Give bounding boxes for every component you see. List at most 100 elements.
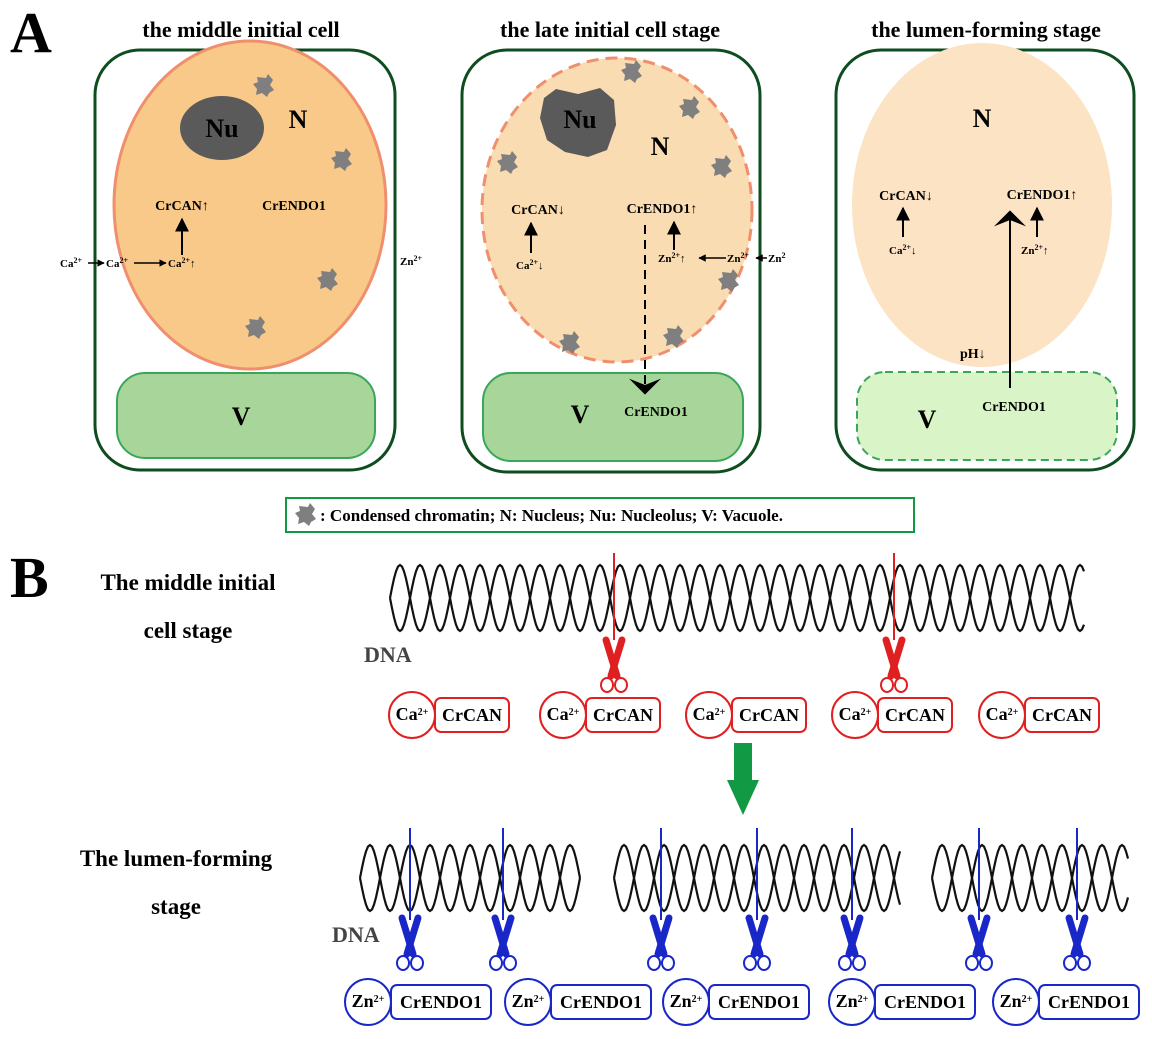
panel-b-label: B (10, 545, 49, 610)
scissors-icon (965, 914, 993, 971)
cell1-nu-label: Nu (205, 114, 238, 143)
legend: : Condensed chromatin; N: Nucleus; Nu: N… (285, 497, 915, 533)
cell3-ph: pH↓ (960, 347, 986, 362)
scissors-icon (489, 914, 517, 971)
cell1-nucleolus (180, 96, 264, 160)
cell2-v-label: V (571, 400, 590, 429)
cell1-title: the middle initial cell (142, 17, 339, 42)
scissors-icon (880, 636, 908, 693)
enzyme-box (877, 697, 953, 733)
cell-late-initial: the late initial cell stage Nu N CrCAN↓ … (460, 17, 785, 474)
cell-lumen-forming: the lumen-forming stage N CrCAN↓ Ca2+↓ C… (834, 17, 1136, 472)
dna-strand (358, 843, 582, 913)
enzyme-box (1038, 984, 1140, 1020)
cell1-crendo: CrENDO1 (262, 199, 326, 214)
scissors-icon (743, 914, 771, 971)
cut-sites-zn (396, 828, 1091, 971)
cell2-vacuole (482, 372, 744, 462)
ca-crcan-complex: Ca2+ CrCAN (831, 691, 953, 739)
enzyme-label: CrENDO1 (400, 992, 482, 1012)
enzyme-label: CrCAN (885, 705, 945, 725)
legend-box (285, 497, 915, 533)
enzyme-label: CrCAN (1032, 705, 1092, 725)
cell-middle-initial: the middle initial cell Nu N CrCAN↑ CrEN… (60, 17, 422, 472)
ion-label: Zn2+ (512, 991, 545, 1011)
cell2-n-label: N (651, 132, 670, 161)
cell1-v-label: V (232, 402, 251, 431)
enzyme-box (434, 697, 510, 733)
ion-label: Zn2+ (352, 991, 385, 1011)
cell2-ca: Ca2+↓ (516, 258, 544, 273)
cell3-vac-crendo: CrENDO1 (982, 400, 1046, 415)
cell2-zn3: Zn2 (768, 251, 785, 266)
cell3-vacuole (856, 371, 1118, 461)
cell1-crcan: CrCAN↑ (155, 199, 209, 214)
transition-arrow-head (727, 780, 759, 815)
cell3-n-label: N (973, 104, 992, 133)
zn-crendo1-complex: Zn2+CrENDO1 (662, 978, 810, 1026)
dna-label-top: DNA (364, 642, 412, 667)
cell3-ca: Ca2+↓ (889, 243, 917, 258)
dna-label-bottom: DNA (332, 922, 380, 947)
cell1-vacuole (116, 372, 376, 459)
scissors-icon (838, 914, 866, 971)
enzyme-label: CrENDO1 (884, 992, 966, 1012)
cell3-crendo: CrENDO1↑ (1007, 188, 1078, 203)
cell1-ca3: Ca2+↑ (168, 256, 196, 271)
cell2-nu-label: Nu (563, 105, 596, 134)
cell3-v-label: V (918, 405, 937, 434)
stage2-line1: The lumen-forming (80, 846, 273, 871)
dna-strand (358, 843, 582, 913)
cell3-title: the lumen-forming stage (871, 17, 1101, 42)
ca-crcan-complex: Ca2+CrCAN (388, 691, 510, 739)
zn-crendo1-complex: Zn2+CrENDO1 (504, 978, 652, 1026)
stage2-line2: stage (151, 894, 201, 919)
dna-helix-top (388, 563, 1086, 633)
ion-label: Ca2+ (986, 704, 1019, 724)
stage1-line1: The middle initial (100, 570, 275, 595)
dna-strand (388, 563, 1086, 633)
cell2-vac-crendo: CrENDO1 (624, 405, 688, 420)
enzyme-box (390, 984, 492, 1020)
zn-crendo1-complex: Zn2+ CrENDO1 (344, 978, 492, 1026)
dna-strand (930, 843, 1130, 913)
cell2-crcan: CrCAN↓ (511, 203, 565, 218)
cell3-nucleus (852, 43, 1112, 367)
ion-label: Ca2+ (693, 704, 726, 724)
cell2-zn1: Zn2+↑ (658, 251, 686, 266)
enzyme-label: CrENDO1 (1048, 992, 1130, 1012)
cell2-crendo: CrENDO1↑ (627, 202, 698, 217)
cell2-nucleolus (540, 88, 616, 157)
enzyme-label: CrCAN (593, 705, 653, 725)
scissors-icon (600, 636, 628, 693)
zn-crendo1-complex: Zn2+ CrENDO1 (992, 978, 1140, 1026)
ion-label: Zn2+ (836, 991, 869, 1011)
ca-crcan-complex: Ca2+ CrCAN (539, 691, 661, 739)
enzyme-box (1024, 697, 1100, 733)
transition-arrow (727, 743, 759, 815)
cell3-zn: Zn2+↑ (1021, 243, 1049, 258)
ion-label: Ca2+ (547, 704, 580, 724)
dna-strand (388, 563, 1086, 633)
ion-label: Ca2+ (396, 704, 429, 724)
cell2-title: the late initial cell stage (500, 17, 720, 42)
enzyme-box (585, 697, 661, 733)
cell3-crcan: CrCAN↓ (879, 189, 933, 204)
zn-crendo1-complex: Zn2+ CrENDO1 (828, 978, 976, 1026)
stage1-line2: cell stage (144, 618, 233, 643)
ion-label: Zn2+ (1000, 991, 1033, 1011)
ion-label: Ca2+ (839, 704, 872, 724)
scissors-icon (647, 914, 675, 971)
cell1-ca2: Ca2+ (106, 256, 128, 271)
legend-text: : Condensed chromatin; N: Nucleus; Nu: N… (320, 506, 783, 525)
cell1-ca1: Ca2+ (60, 256, 82, 271)
transition-arrow-shaft (734, 743, 752, 781)
scissors-icon (396, 914, 424, 971)
enzyme-box (731, 697, 807, 733)
enzyme-box (708, 984, 810, 1020)
cell1-zn: Zn2+ (400, 254, 422, 269)
cell2-zn2: Zn2+ (727, 251, 749, 266)
